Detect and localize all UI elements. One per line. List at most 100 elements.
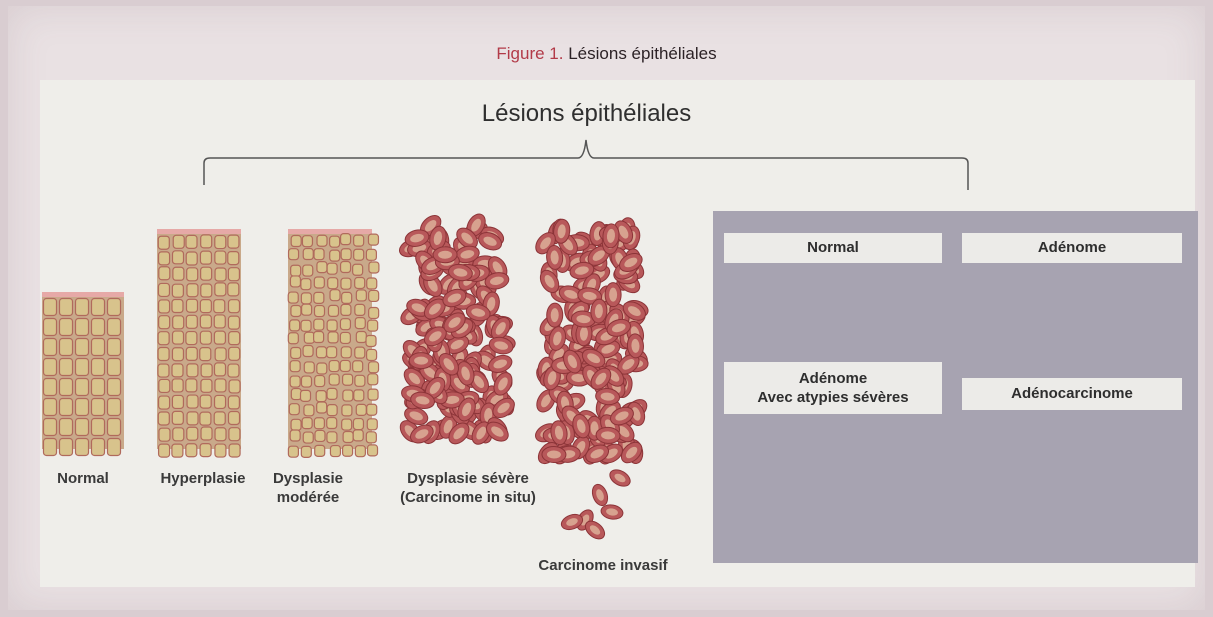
stage-label-hyperplasia: Hyperplasie bbox=[148, 469, 258, 488]
epithelial-cell bbox=[353, 419, 363, 430]
epithelial-cell bbox=[291, 236, 301, 247]
epithelial-cell bbox=[369, 290, 379, 301]
epithelial-cell bbox=[92, 419, 105, 436]
epithelial-cell bbox=[215, 444, 226, 457]
epithelial-cell bbox=[159, 379, 170, 392]
epithelial-cell bbox=[343, 431, 353, 442]
epithelial-cell bbox=[302, 418, 312, 429]
stage-label-line: Dysplasie bbox=[263, 469, 353, 488]
epithelial-cell bbox=[290, 376, 300, 387]
epithelial-cell bbox=[200, 444, 211, 457]
invasive-cell bbox=[590, 482, 611, 507]
epithelial-cell bbox=[173, 267, 184, 280]
epithelial-cell bbox=[289, 404, 299, 415]
epithelial-cell bbox=[228, 316, 239, 329]
epithelial-cell bbox=[186, 347, 197, 360]
epithelial-cell bbox=[354, 235, 364, 246]
epithelial-cell bbox=[44, 359, 57, 376]
epithelial-cell bbox=[159, 316, 170, 329]
epithelial-cell bbox=[172, 444, 183, 457]
epithelial-cell bbox=[201, 235, 212, 248]
epithelial-cell bbox=[200, 331, 211, 344]
epithelial-cell bbox=[44, 399, 57, 416]
epithelial-cell bbox=[355, 304, 365, 315]
stage-label-moderate-dysplasia: Dysplasie modérée bbox=[263, 469, 353, 507]
epithelial-cell bbox=[201, 284, 212, 297]
epithelial-cell bbox=[328, 332, 338, 343]
epithelial-cell bbox=[304, 332, 314, 343]
epithelial-cell bbox=[327, 347, 337, 358]
stage-label-line: Hyperplasie bbox=[148, 469, 258, 488]
epithelial-cell bbox=[186, 299, 197, 312]
epithelial-cell bbox=[172, 364, 183, 377]
column-normal bbox=[42, 292, 124, 456]
epithelial-cell bbox=[327, 320, 337, 331]
epithelial-cell bbox=[341, 347, 351, 358]
epithelial-cell bbox=[108, 359, 121, 376]
box-label-line: Avec atypies sévères bbox=[724, 388, 942, 407]
tumor-cell bbox=[409, 353, 433, 369]
epithelial-cell bbox=[60, 419, 73, 436]
epithelial-cell bbox=[186, 252, 197, 265]
epithelial-cell bbox=[341, 304, 351, 315]
epithelial-cell bbox=[92, 399, 105, 416]
box-label-normal: Normal bbox=[724, 233, 942, 263]
epithelial-cell bbox=[92, 379, 105, 396]
epithelial-cell bbox=[315, 430, 325, 441]
epithelial-cell bbox=[342, 292, 352, 303]
epithelial-cell bbox=[201, 267, 212, 280]
invasive-cell bbox=[607, 466, 633, 489]
epithelial-cell bbox=[340, 319, 350, 330]
column-hyperplasia bbox=[157, 229, 241, 457]
epithelial-cell bbox=[330, 290, 340, 301]
epithelial-cell bbox=[60, 319, 73, 336]
epithelial-cell bbox=[159, 252, 170, 265]
epithelial-cell bbox=[228, 283, 239, 296]
epithelial-cell bbox=[187, 284, 198, 297]
epithelial-cell bbox=[367, 278, 377, 289]
epithelial-cell bbox=[288, 333, 298, 344]
epithelial-cell bbox=[303, 432, 313, 443]
epithelial-cell bbox=[343, 445, 353, 456]
epithelial-cell bbox=[228, 411, 239, 424]
epithelial-cell bbox=[303, 265, 313, 276]
epithelial-cell bbox=[315, 445, 325, 456]
epithelial-cell bbox=[215, 283, 226, 296]
epithelial-cell bbox=[92, 319, 105, 336]
epithelial-cell bbox=[76, 419, 89, 436]
epithelial-cell bbox=[327, 432, 337, 443]
epithelial-cell bbox=[288, 446, 298, 457]
epithelial-cell bbox=[303, 346, 313, 357]
epithelial-cell bbox=[173, 235, 184, 248]
epithelial-cell bbox=[290, 276, 300, 287]
stage-label-normal: Normal bbox=[38, 469, 128, 488]
epithelial-cell bbox=[173, 316, 184, 329]
stage-label-severe-dysplasia: Dysplasie sévère (Carcinome in situ) bbox=[378, 469, 558, 507]
stage-label-line: modérée bbox=[263, 488, 353, 507]
epithelial-cell bbox=[354, 390, 364, 401]
epithelial-cell bbox=[354, 249, 364, 260]
epithelial-cell bbox=[342, 405, 352, 416]
epithelial-cell bbox=[201, 427, 212, 440]
epithelial-cell bbox=[228, 396, 239, 409]
epithelial-cell bbox=[355, 446, 365, 457]
epithelial-cell bbox=[200, 315, 211, 328]
epithelial-cell bbox=[76, 379, 89, 396]
epithelial-cell bbox=[328, 305, 338, 316]
epithelial-cell bbox=[329, 361, 339, 372]
epithelial-cell bbox=[44, 339, 57, 356]
epithelial-cell bbox=[108, 399, 121, 416]
epithelial-cell bbox=[288, 292, 298, 303]
epithelial-cell bbox=[329, 374, 339, 385]
epithelial-cell bbox=[341, 249, 351, 260]
epithelial-cell bbox=[330, 446, 340, 457]
epithelial-cell bbox=[108, 299, 121, 316]
tumor-cell bbox=[546, 303, 563, 327]
stage-label-invasive-carcinoma: Carcinome invasif bbox=[513, 556, 693, 575]
epithelial-cell bbox=[356, 290, 366, 301]
epithelial-cell bbox=[340, 360, 350, 371]
epithelial-cell bbox=[159, 428, 170, 441]
epithelial-cell bbox=[301, 376, 311, 387]
epithelial-cell bbox=[200, 300, 211, 313]
epithelial-cell bbox=[343, 390, 353, 401]
